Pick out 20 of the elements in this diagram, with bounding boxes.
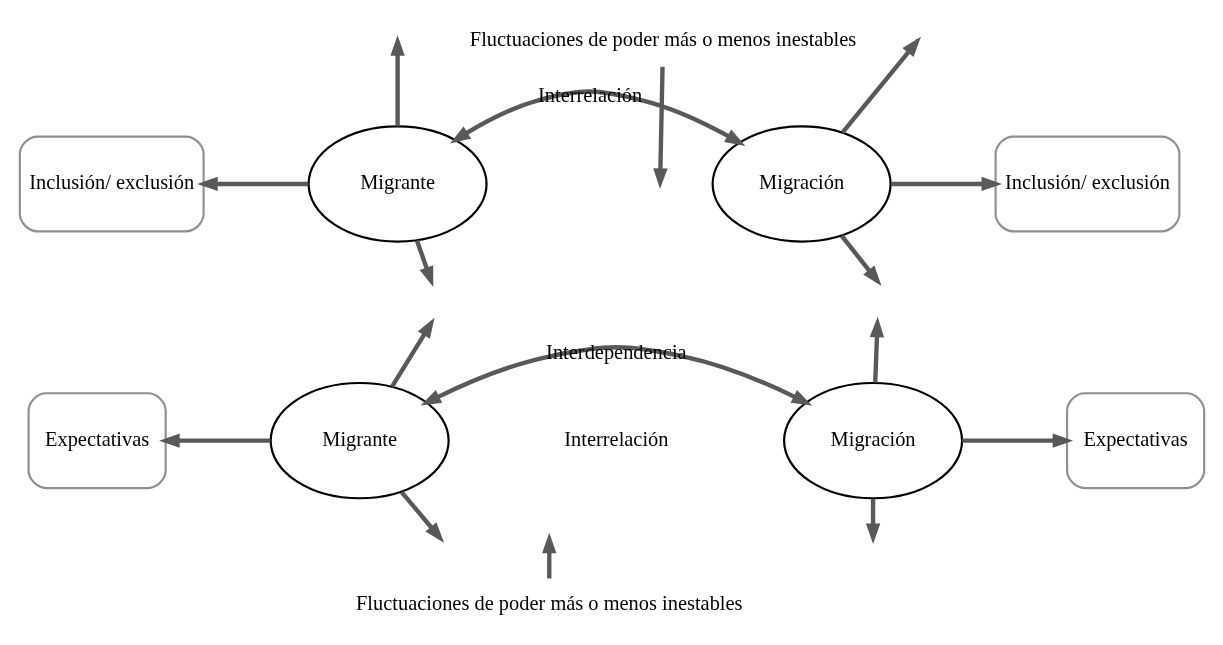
- arrow: [158, 433, 270, 448]
- arrow: [420, 345, 812, 406]
- node-box: Inclusión/ exclusión: [18, 135, 205, 233]
- arrow: [869, 316, 884, 383]
- arrow: [961, 433, 1073, 448]
- arrow: [196, 176, 308, 192]
- node-text: Fluctuaciones de poder más o menos inestables: [355, 592, 743, 615]
- arrow: [389, 35, 405, 127]
- node-box: Expectativas: [27, 392, 167, 490]
- node-text: Fluctuaciones de poder más o menos inestables: [469, 27, 856, 50]
- arrow: [541, 532, 556, 579]
- arrow: [865, 498, 880, 545]
- node-ellipse: Migración: [782, 381, 963, 500]
- node-box: Expectativas: [1065, 392, 1205, 490]
- node-ellipse: Migrante: [269, 381, 450, 500]
- arrow: [890, 176, 1002, 192]
- label: Interrelación: [563, 428, 668, 451]
- node-box: Inclusión/ exclusión: [994, 135, 1180, 233]
- node-ellipse: Migración: [711, 125, 892, 243]
- arrow: [449, 89, 745, 146]
